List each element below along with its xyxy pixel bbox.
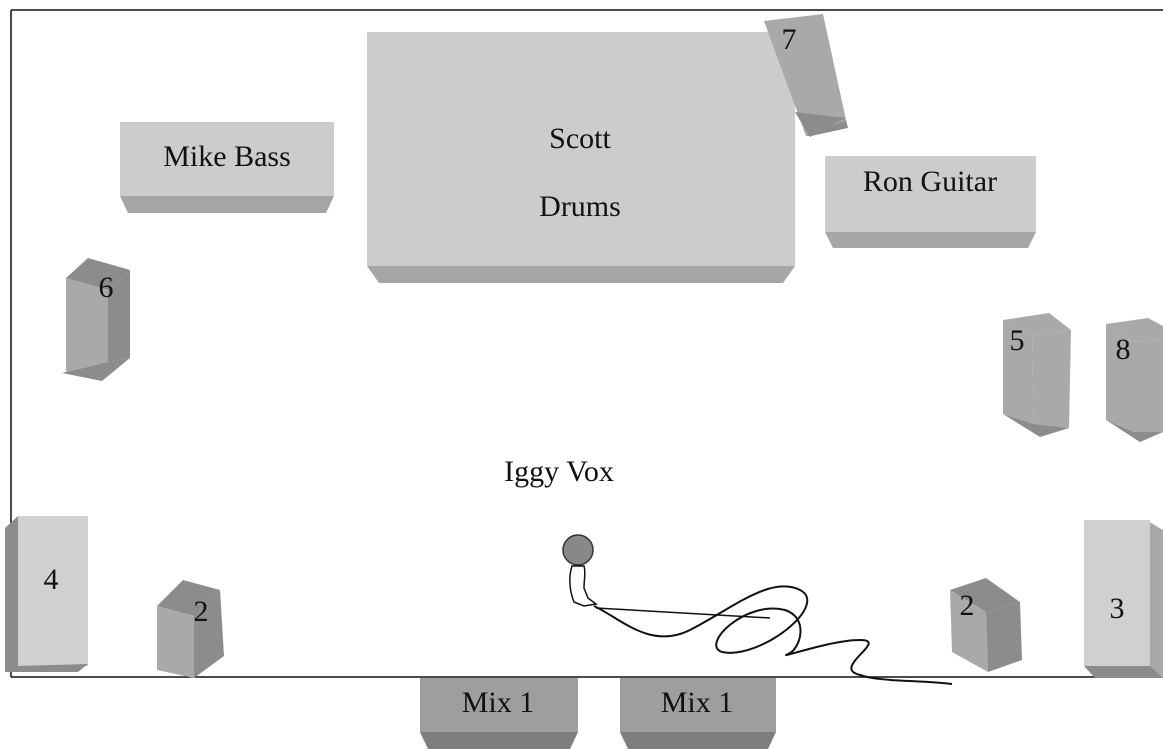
mix-box-2: Mix 1 <box>620 678 776 749</box>
monitor-5: 5 <box>1003 313 1071 437</box>
drums-label-line1: Scott <box>549 122 611 155</box>
bass-platform: Mike Bass <box>120 122 334 213</box>
monitor-4: 4 <box>5 516 88 672</box>
monitor-2-left: 2 <box>157 580 224 678</box>
monitor-2-left-label: 2 <box>194 595 209 628</box>
drum-riser: Scott Drums <box>367 32 795 283</box>
monitor-6: 6 <box>62 258 130 381</box>
monitor-7: 7 <box>764 14 848 137</box>
monitor-8-label: 8 <box>1116 333 1131 366</box>
mix-box-1: Mix 1 <box>420 678 578 749</box>
monitor-8: 8 <box>1106 318 1163 442</box>
monitor-2-right: 2 <box>950 578 1022 672</box>
drums-label-line2: Drums <box>539 190 621 223</box>
mix-box-1-label: Mix 1 <box>462 686 535 719</box>
monitor-5-label: 5 <box>1010 324 1025 357</box>
monitor-3: 3 <box>1084 520 1163 678</box>
monitor-6-label: 6 <box>99 271 114 304</box>
guitar-platform: Ron Guitar <box>825 156 1036 248</box>
mic-cable <box>593 585 953 685</box>
monitor-3-label: 3 <box>1110 592 1125 625</box>
mic-head <box>562 534 594 566</box>
bass-label: Mike Bass <box>163 140 291 173</box>
monitor-2-right-label: 2 <box>960 589 975 622</box>
monitor-4-label: 4 <box>44 563 59 596</box>
mic-body <box>569 565 598 607</box>
mic-cable-straight <box>595 607 771 619</box>
guitar-label: Ron Guitar <box>863 165 997 198</box>
vocalist-label: Iggy Vox <box>504 455 614 488</box>
mix-box-2-label: Mix 1 <box>661 686 734 719</box>
microphone <box>562 534 953 685</box>
monitor-7-label: 7 <box>782 23 797 56</box>
